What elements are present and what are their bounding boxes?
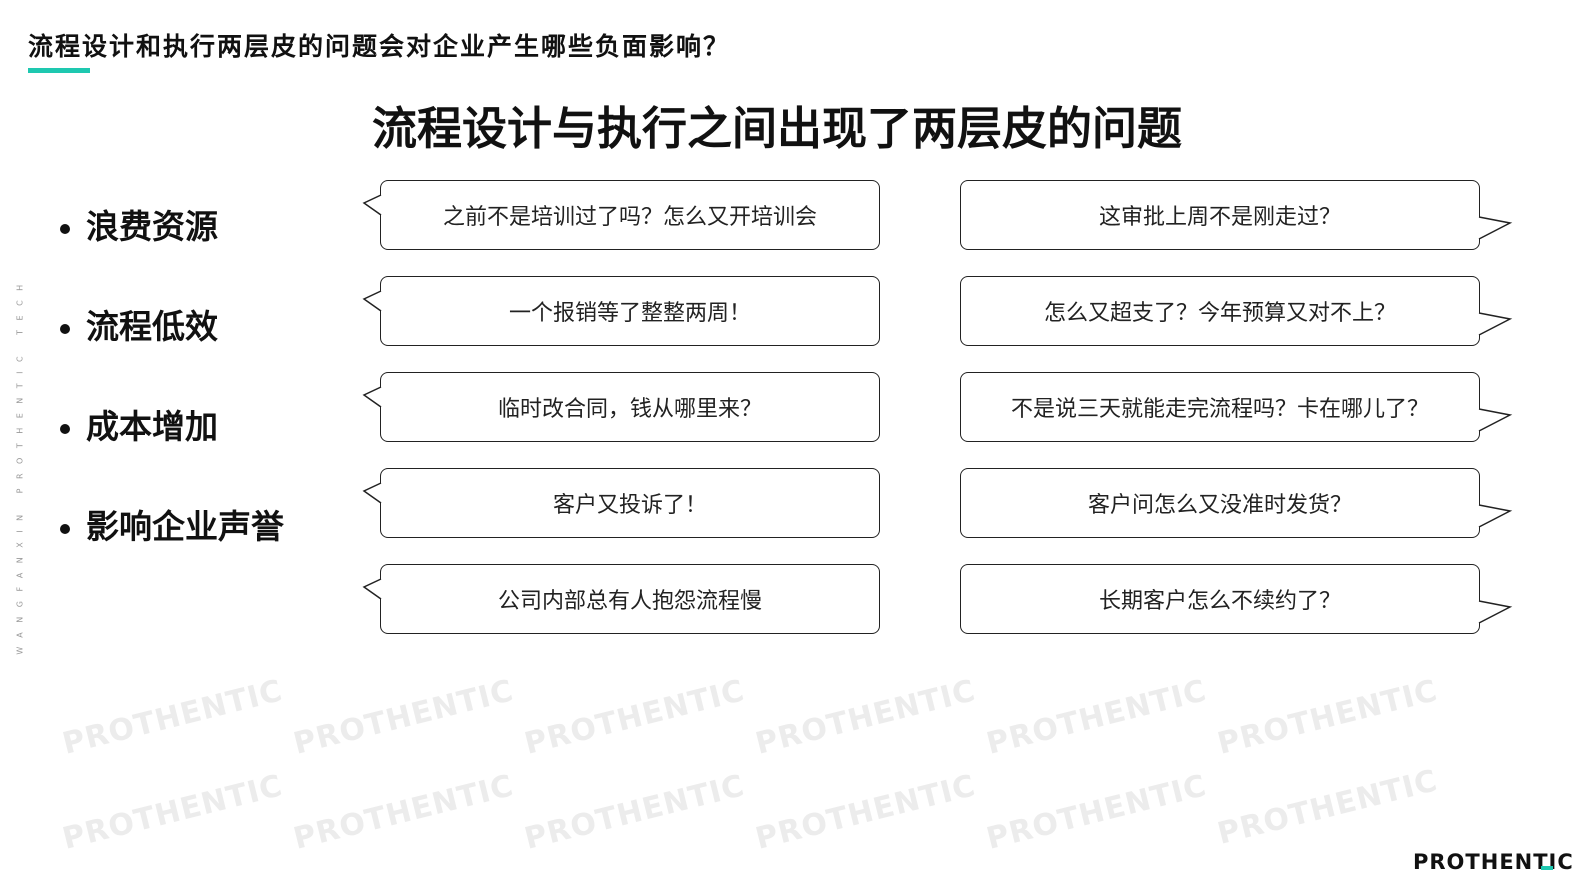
side-vertical-text: WANGFANXIN PROTHENTIC TECH xyxy=(10,255,30,675)
main-title: 流程设计与执行之间出现了两层皮的问题 xyxy=(372,102,1183,155)
bubble-text: 不是说三天就能走完流程吗？卡在哪儿了？ xyxy=(1010,397,1429,422)
bubble-tail-icon xyxy=(362,482,382,504)
bubble-text: 客户问怎么又没准时发货？ xyxy=(1087,493,1352,518)
bubble-tail-icon xyxy=(362,578,382,600)
watermark-text: PROTHENTIC xyxy=(983,673,1211,762)
bubble-text: 这审批上周不是刚走过？ xyxy=(1098,205,1341,230)
bubble-text: 之前不是培训过了吗？怎么又开培训会 xyxy=(442,205,817,230)
watermark-text: PROTHENTIC xyxy=(521,673,749,762)
bullet-item: 流程低效 xyxy=(60,300,218,348)
brand-logo: PROTHENTIC xyxy=(1413,850,1574,874)
speech-bubble: 客户问怎么又没准时发货？ xyxy=(960,468,1513,538)
watermark-text: PROTHENTIC xyxy=(1214,673,1442,762)
bullet-item: 影响企业声誉 xyxy=(60,500,284,548)
speech-bubble: 一个报销等了整整两周！ xyxy=(362,276,880,346)
speech-bubble: 长期客户怎么不续约了？ xyxy=(960,564,1513,634)
speech-bubble: 这审批上周不是刚走过？ xyxy=(960,180,1513,250)
bubble-text: 一个报销等了整整两周！ xyxy=(508,301,751,326)
logo-accent xyxy=(1541,866,1553,870)
side-text-label: WANGFANXIN PROTHENTIC TECH xyxy=(15,275,25,655)
bubble-text: 长期客户怎么不续约了？ xyxy=(1098,589,1341,614)
watermark-text: PROTHENTIC xyxy=(290,673,518,762)
title-accent-bar xyxy=(28,68,90,73)
bubble-text: 临时改合同，钱从哪里来？ xyxy=(497,397,762,422)
watermark-text: PROTHENTIC xyxy=(59,673,287,762)
page-title: 流程设计和执行两层皮的问题会对企业产生哪些负面影响？ xyxy=(28,32,731,61)
bubble-text: 怎么又超支了？今年预算又对不上？ xyxy=(1043,301,1396,326)
watermark-text: PROTHENTIC xyxy=(983,768,1211,857)
bullet-item: 浪费资源 xyxy=(60,200,218,248)
bullet-item: 成本增加 xyxy=(60,400,218,448)
bubble-tail-icon xyxy=(1478,408,1513,432)
speech-bubble: 之前不是培训过了吗？怎么又开培训会 xyxy=(362,180,880,250)
bubble-text: 客户又投诉了！ xyxy=(552,493,707,518)
bubble-tail-icon xyxy=(1478,600,1513,624)
bubble-tail-icon xyxy=(362,194,382,216)
speech-bubble: 客户又投诉了！ xyxy=(362,468,880,538)
watermark-text: PROTHENTIC xyxy=(290,768,518,857)
watermark-text: PROTHENTIC xyxy=(521,768,749,857)
watermark-text: PROTHENTIC xyxy=(752,768,980,857)
bubble-tail-icon xyxy=(1478,504,1513,528)
bubble-tail-icon xyxy=(362,290,382,312)
watermark-text: PROTHENTIC xyxy=(1214,763,1442,852)
speech-bubble: 临时改合同，钱从哪里来？ xyxy=(362,372,880,442)
bubble-tail-icon xyxy=(1478,312,1513,336)
watermark-text: PROTHENTIC xyxy=(752,673,980,762)
speech-bubble: 公司内部总有人抱怨流程慢 xyxy=(362,564,880,634)
bubble-tail-icon xyxy=(1478,216,1513,240)
bubble-text: 公司内部总有人抱怨流程慢 xyxy=(497,589,762,614)
speech-bubble: 不是说三天就能走完流程吗？卡在哪儿了？ xyxy=(960,372,1513,442)
bubble-tail-icon xyxy=(362,386,382,408)
speech-bubble: 怎么又超支了？今年预算又对不上？ xyxy=(960,276,1513,346)
watermark-text: PROTHENTIC xyxy=(59,768,287,857)
